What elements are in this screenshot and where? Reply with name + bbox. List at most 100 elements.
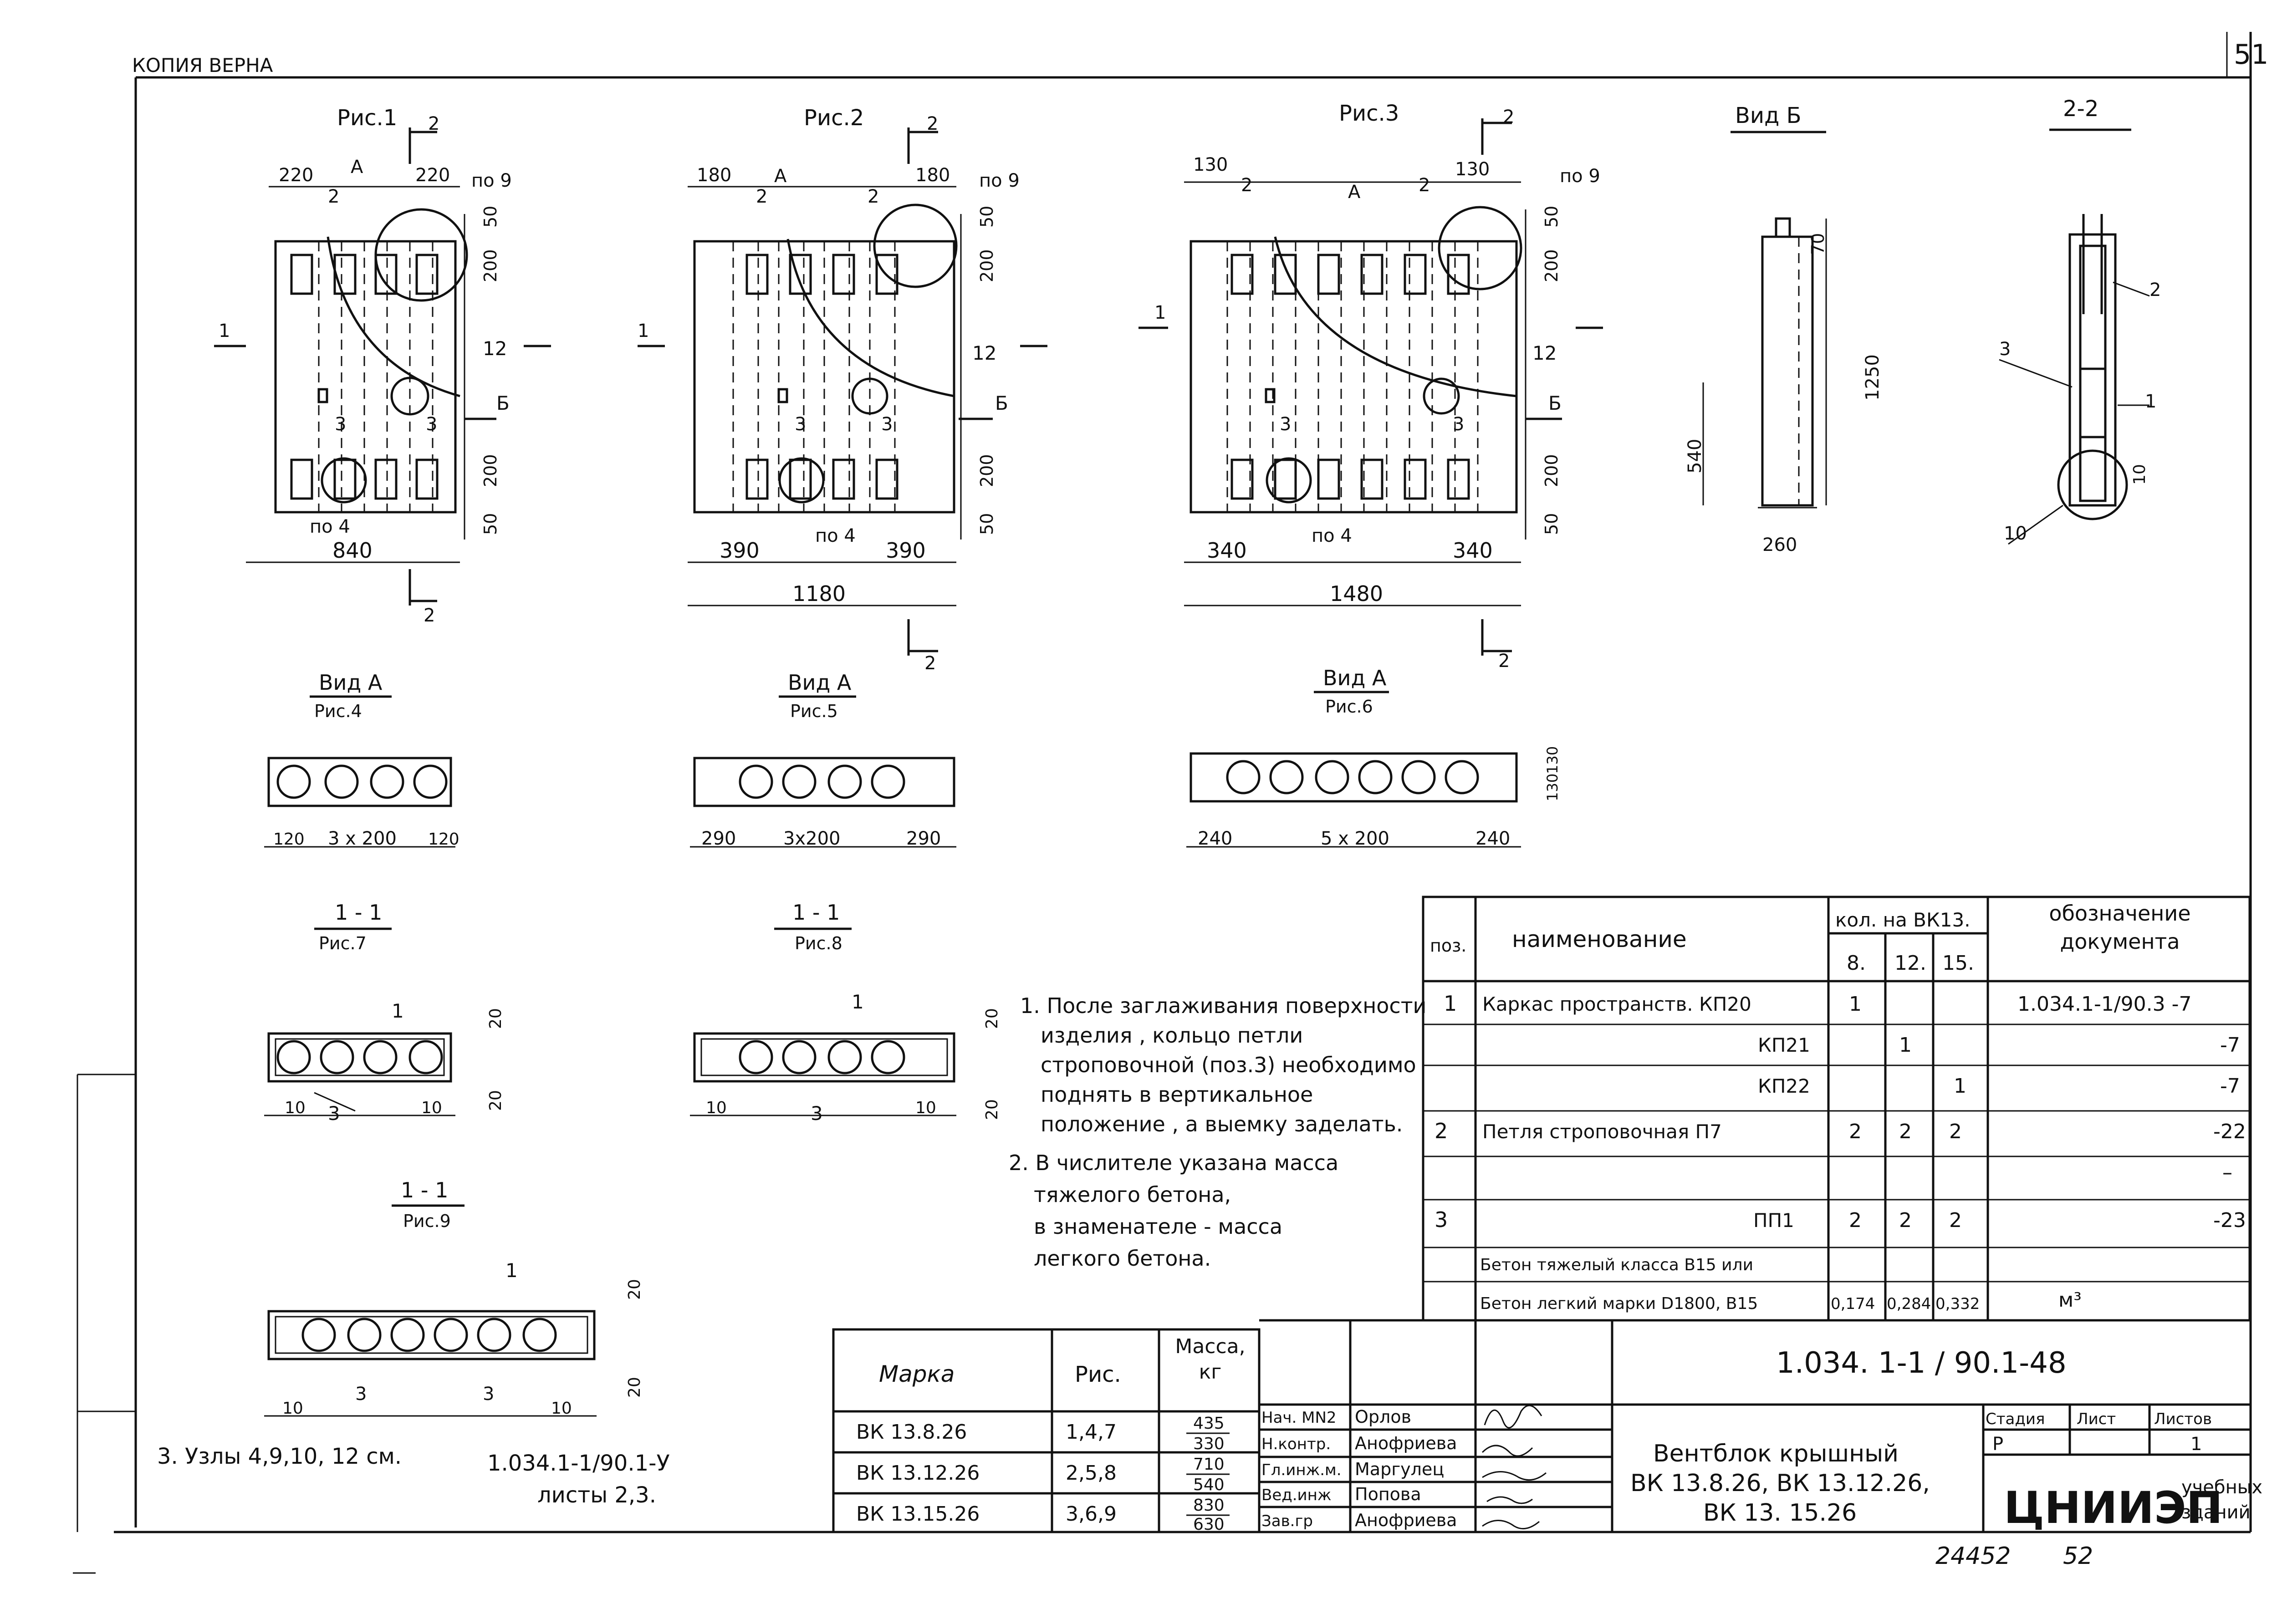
spec_table-rows-3-pos: 2	[1435, 1119, 1448, 1143]
figures-vidA6-dims-3: 130	[1544, 746, 1561, 774]
spec_table-headers-q8: 8.	[1847, 952, 1866, 975]
signatures-4-name: Анофриева	[1355, 1510, 1457, 1530]
spec_table-rows-0-pos: 1	[1444, 991, 1457, 1016]
org-logo: ЦНИИЭП	[2004, 1482, 2223, 1533]
spec-table: поз. наименование кол. на ВК13. 8. 12. 1…	[1422, 896, 2251, 1322]
figures-sec9-labels-0: 1	[505, 1259, 518, 1282]
figures-vidA6-dims-4: 130	[1544, 774, 1561, 801]
figures-vidA4-dims-1: 3 х 200	[328, 828, 397, 849]
figures-sec8-title: 1 - 1	[792, 900, 840, 925]
figures-fig1-dims-0: 220	[279, 165, 313, 186]
figures-fig3-dims-1: 130	[1455, 159, 1490, 180]
signatures-3-role: Вед.инж	[1261, 1486, 1332, 1504]
general-notes: 1. После заглаживания поверхности издели…	[1009, 993, 1426, 1271]
figures-fig3-labels-4: Б	[1548, 392, 1562, 414]
figures-fig2-labels-9: 1	[638, 321, 649, 341]
figures-fig2-dims-4: 1180	[792, 581, 846, 606]
view-a-fig4: Вид А Рис.4 120 3 х 200 120	[264, 670, 459, 849]
figures-sec22-labels-0: 2	[2149, 280, 2161, 300]
figures-vidB-dims-3: 260	[1762, 535, 1797, 555]
figures-sec9-dims-1: 20	[625, 1377, 644, 1398]
mark_table-rows-2-mass_top: 830	[1193, 1496, 1225, 1515]
figures-vidA5-dims-1: 3х200	[783, 828, 840, 849]
figures-sec9-dims-3: 10	[551, 1399, 572, 1418]
figures-fig3-labels-0: 2	[1241, 175, 1252, 196]
spec_table-headers-name: наименование	[1512, 926, 1687, 952]
figures-fig1-labels-7: А	[351, 157, 363, 178]
title_block-title_l1: Вентблок крышный	[1653, 1440, 1899, 1467]
spec_table-rows-2-doc: -7	[2220, 1074, 2240, 1098]
figures-fig2-dims-6: 200	[977, 454, 997, 487]
figures-sec9-labels-1: 3	[355, 1384, 367, 1405]
page-number: 52	[2063, 1543, 2093, 1570]
figures-sec8-labels-1: 3	[811, 1102, 823, 1125]
title_block-stage: Р	[1992, 1434, 2003, 1455]
spec_table-rows-5-q15: 2	[1949, 1209, 1962, 1232]
title_block-title_l3: ВК 13. 15.26	[1703, 1499, 1857, 1527]
spec_table-rows-1-name: КП21	[1758, 1034, 1810, 1056]
notes-7: в знаменателе - масса	[1034, 1214, 1282, 1239]
figures-vidB-title: Вид Б	[1735, 103, 1802, 128]
section-2-2: 2-2 2 3 1 10 10	[1999, 96, 2161, 545]
title_block-stage_h: Стадия	[1986, 1410, 2045, 1428]
figures-fig3-labels-3: 12	[1532, 342, 1557, 364]
figures-fig3-dims-4: 1480	[1330, 581, 1383, 606]
figure-1: Рис.1 220 220 840 200 200 50 50 2	[214, 105, 551, 626]
spec_table-rows-4-doc: –	[2222, 1161, 2232, 1184]
figures-fig1-labels-0: 2	[328, 186, 339, 207]
mark_table-headers-fig: Рис.	[1075, 1362, 1121, 1387]
figures-sec22-labels-3: 10	[2004, 523, 2027, 544]
figures-fig3-title: Рис.3	[1339, 101, 1399, 126]
signatures-2-name: Маргулец	[1355, 1459, 1444, 1479]
figures-sec8-labels-0: 1	[852, 991, 864, 1013]
figures-vidA4-sub: Рис.4	[314, 701, 362, 721]
figures-vidA6-title: Вид А	[1323, 666, 1387, 690]
figures-fig1-labels-5: 3	[426, 414, 437, 435]
figures-vidB-dims-1: 1250	[1862, 354, 1883, 401]
figures-fig3-labels-8: А	[1348, 182, 1361, 203]
figures-sec8-sub: Рис.8	[795, 933, 842, 953]
figures-fig1-labels-8: 1	[219, 321, 230, 341]
figures-fig1-labels-2: 12	[483, 337, 507, 360]
figures-vidA5-dims-2: 290	[906, 828, 941, 849]
signatures-3-name: Попова	[1355, 1484, 1421, 1504]
figures-fig1-dims-4: 200	[480, 454, 500, 487]
figures-fig2-labels-6: 3	[881, 414, 893, 435]
figures-fig2-labels-3: 12	[972, 342, 996, 364]
figures-vidB-dims-2: 540	[1685, 439, 1705, 473]
spec_table-rows-7-q15: 0,332	[1935, 1295, 1980, 1313]
figures-vidB-dims-0: 70	[1808, 233, 1828, 255]
signatures-0-name: Орлов	[1355, 1407, 1411, 1427]
spec-doc-header: обозначение документа	[2049, 901, 2191, 954]
figures-vidA5-dims-0: 290	[701, 828, 736, 849]
spec_table-headers-pos: поз.	[1430, 936, 1466, 956]
figures-sec7-dims-1: 20	[486, 1090, 505, 1111]
figures-fig3-labels-9: 1	[1154, 302, 1166, 323]
spec_table-rows-7-q8: 0,174	[1831, 1295, 1875, 1313]
figures-sec9-sub: Рис.9	[403, 1211, 451, 1231]
figures-sec7-dims-3: 10	[421, 1099, 442, 1117]
title_block-doc_code: 1.034. 1-1 / 90.1-48	[1776, 1346, 2067, 1380]
figures-fig2-labels-5: 3	[795, 414, 806, 435]
figures-fig1-labels-3: Б	[496, 392, 510, 414]
figures-fig2-labels-4: Б	[995, 392, 1008, 414]
figures-sec9-dims-0: 20	[625, 1279, 644, 1300]
spec_table-headers-q12: 12.	[1894, 952, 1926, 975]
figures-sec9-title: 1 - 1	[401, 1178, 448, 1202]
spec_table-rows-3-name: Петля строповочная П7	[1482, 1120, 1722, 1143]
figures-fig1-dims-3: 200	[480, 249, 500, 282]
signature-block: Нач. МN2 Орлов Н.контр. Анофриева Гл.инж…	[1259, 1319, 1613, 1532]
figures-fig3-labels-6: 3	[1453, 414, 1464, 435]
figures-fig2-labels-11: 2	[924, 653, 936, 674]
figures-vidA4-title: Вид А	[319, 670, 383, 695]
figures-vidA4-dims-0: 120	[273, 830, 305, 849]
figures-fig1-labels-4: 3	[335, 414, 346, 435]
figures-vidA6-dims-1: 5 х 200	[1321, 828, 1389, 849]
section-fig8: 1 - 1 Рис.8 3 1 20 20 10 10	[690, 900, 1001, 1125]
figures-fig3-labels-1: 2	[1419, 175, 1430, 196]
mark_table-headers-mark: Марка	[879, 1361, 955, 1387]
figures-fig3-labels-2: по 9	[1560, 166, 1600, 187]
figures-sec7-labels-1: 3	[328, 1102, 340, 1125]
spec_table-headers-qty: кол. на ВК13.	[1835, 909, 1971, 931]
